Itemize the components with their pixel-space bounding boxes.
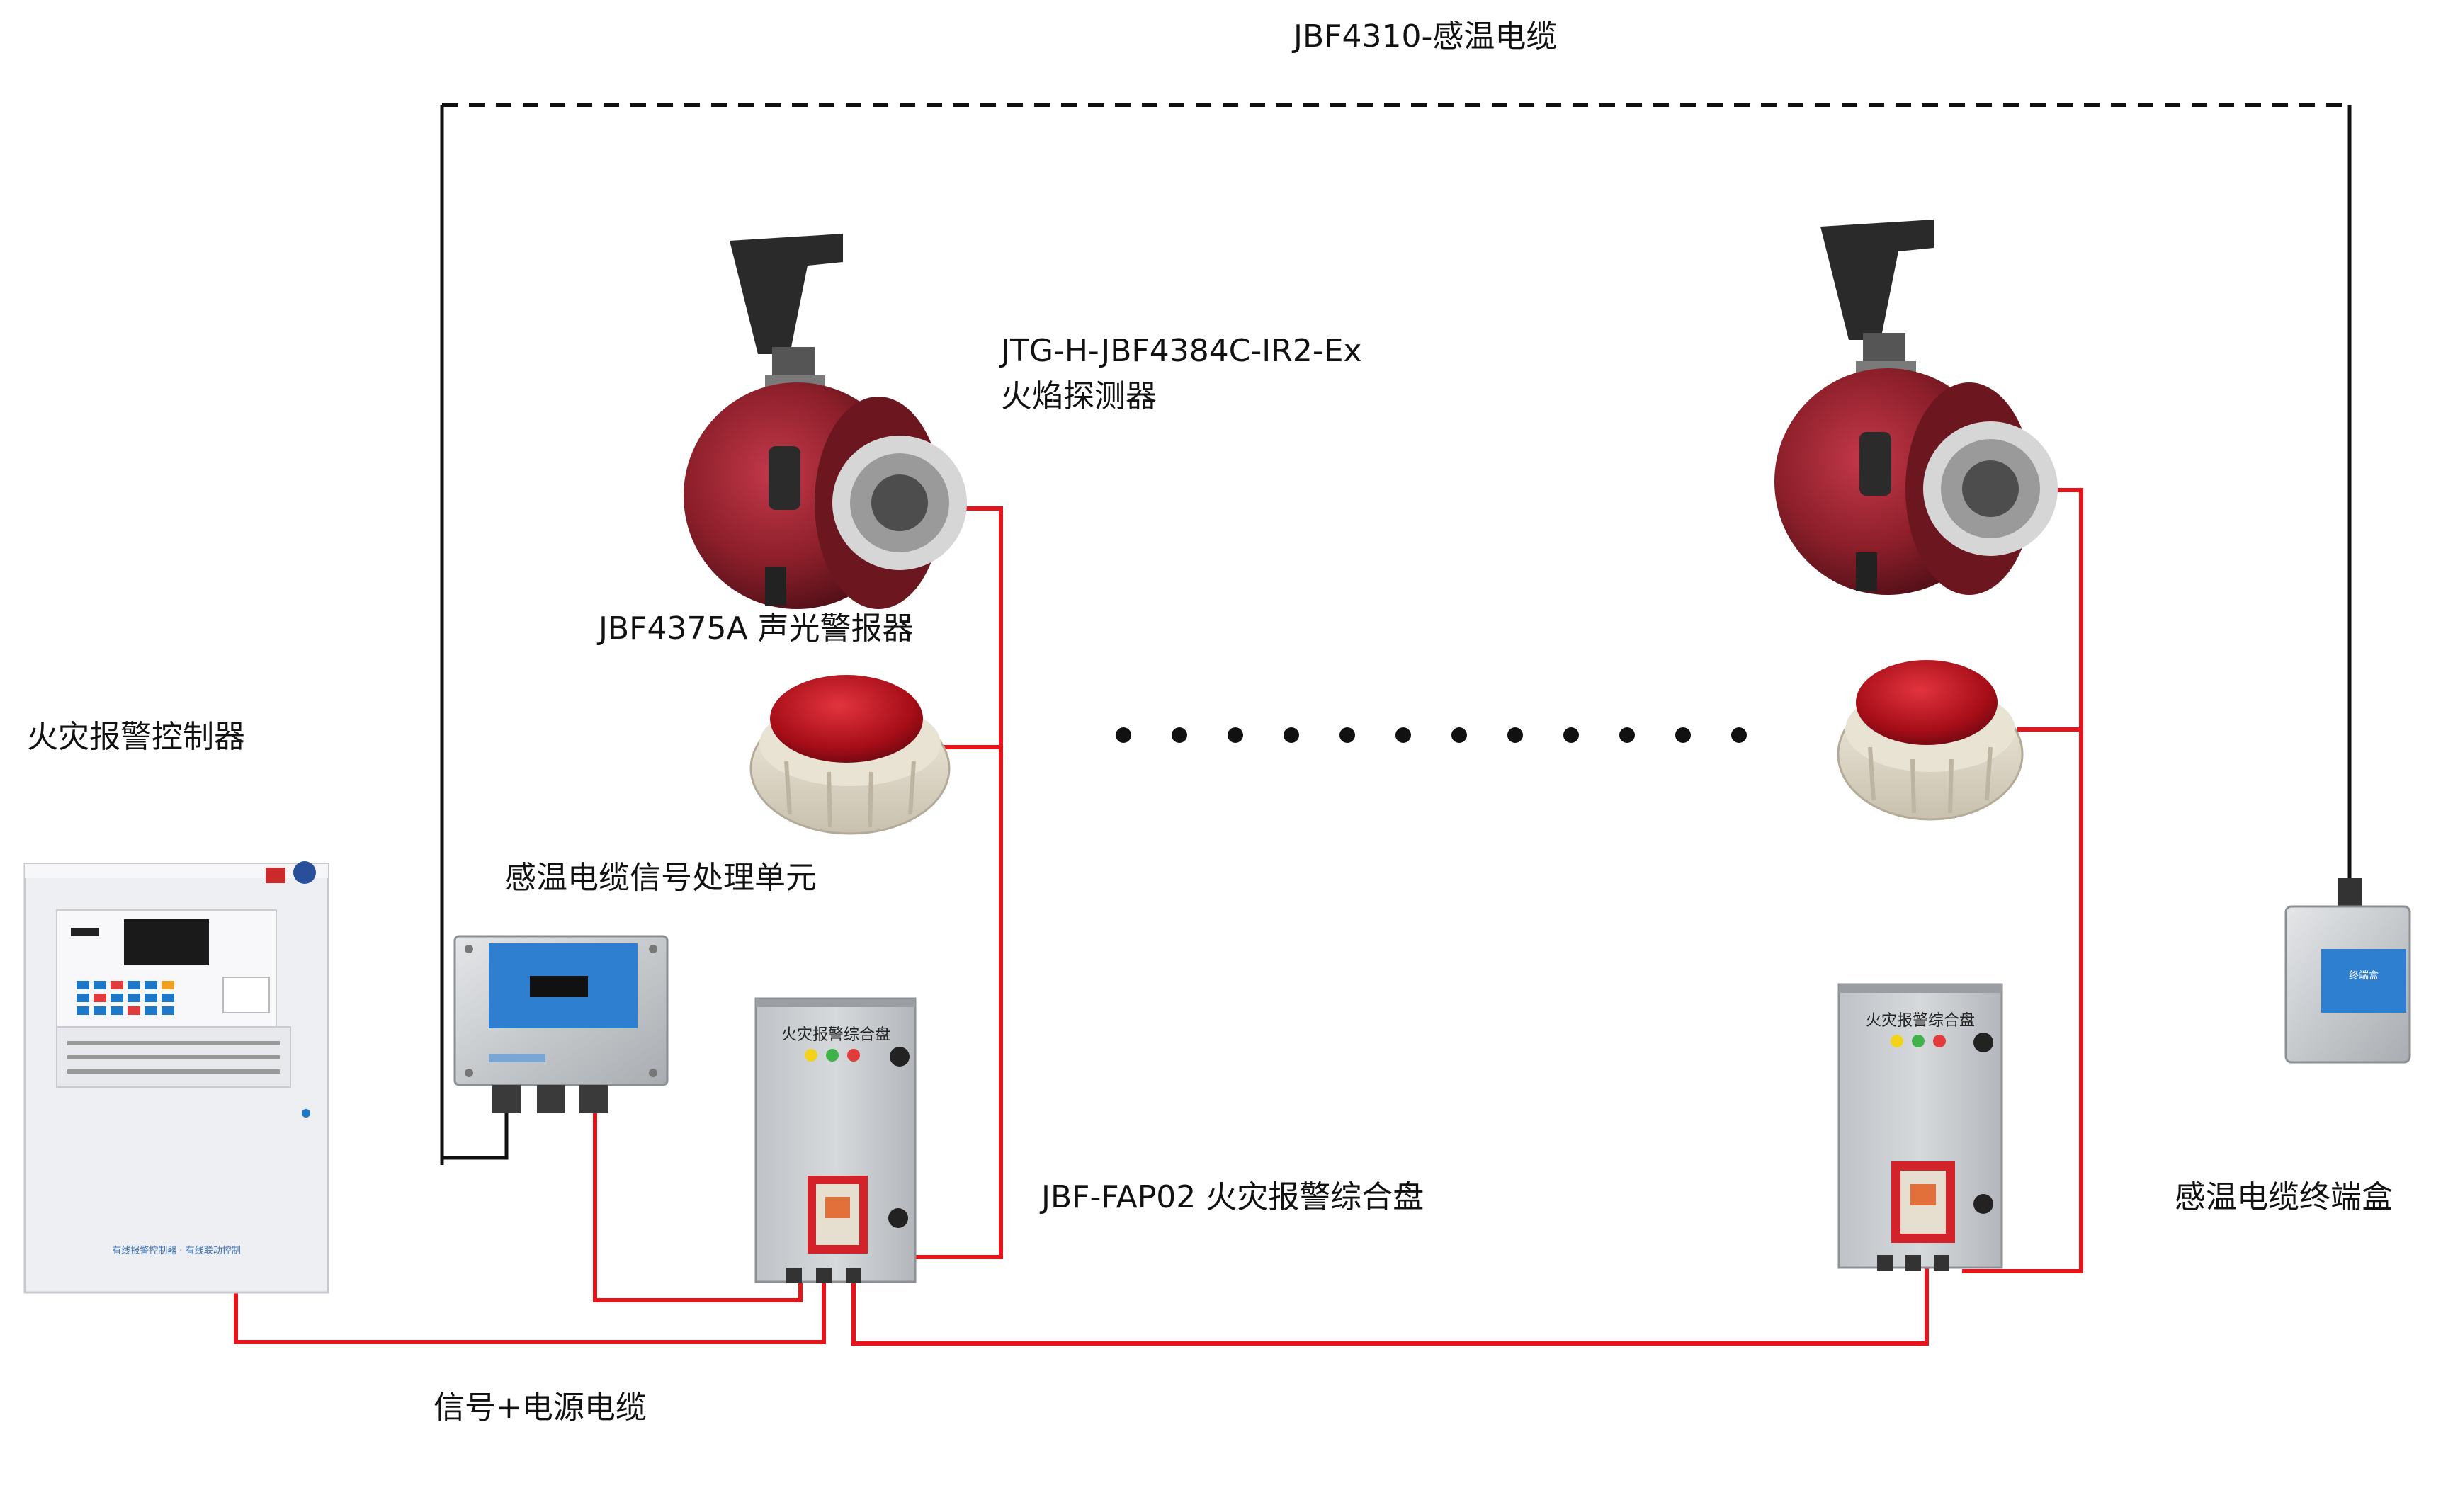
controller-keypad: [77, 981, 174, 1015]
heat-cable-label: JBF4310-感温电缆: [1293, 18, 1558, 55]
heat-cable-terminal-box: 终端盒: [2284, 878, 2411, 1064]
panel-title-right: 火灾报警综合盘: [1866, 1012, 1975, 1030]
terminal-box-label: 终端盒: [2349, 970, 2379, 982]
controller-label: 火灾报警控制器: [27, 719, 245, 755]
fire-alarm-controller: 有线报警控制器 · 有线联动控制: [23, 861, 329, 1294]
fire-alarm-panel-left: 火灾报警综合盘: [754, 997, 917, 1283]
flame-detector-name-label: 火焰探测器: [1001, 378, 1157, 414]
heat-cable-line: [440, 103, 2352, 1165]
panel-label: JBF-FAP02 火灾报警综合盘: [1041, 1179, 1424, 1215]
signal-power-cable-label: 信号+电源电缆: [434, 1389, 647, 1426]
heat-cable-processor: [453, 935, 669, 1113]
continuation-dots: [1116, 727, 1747, 743]
flame-detector-right: [1774, 220, 2058, 595]
sound-light-alarm-left: [749, 675, 951, 835]
sound-light-alarm-label: JBF4375A 声光警报器: [599, 610, 914, 647]
sound-light-alarm-right: [1837, 660, 2024, 821]
flame-detector-left: [684, 234, 967, 609]
controller-footer: 有线报警控制器 · 有线联动控制: [112, 1245, 240, 1256]
panel-title-left: 火灾报警综合盘: [781, 1026, 890, 1044]
fire-alarm-panel-right: 火灾报警综合盘: [1837, 983, 2003, 1271]
terminal-box-caption: 感温电缆终端盒: [2175, 1179, 2393, 1215]
processor-label: 感温电缆信号处理单元: [505, 860, 817, 896]
flame-detector-model-label: JTG-H-JBF4384C-IR2-Ex: [1001, 333, 1362, 369]
